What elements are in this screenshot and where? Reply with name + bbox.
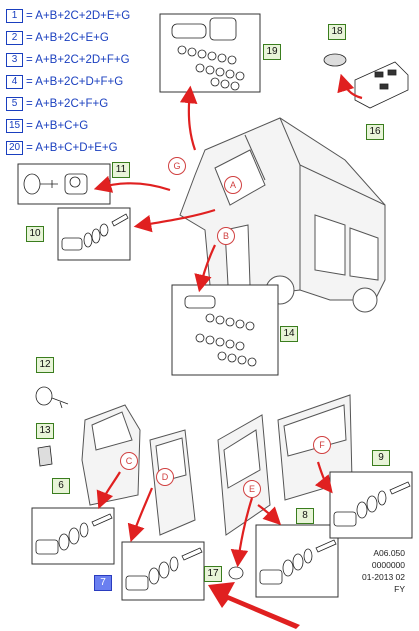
legend-row: 1 = A+B+2C+2D+E+G	[6, 8, 130, 24]
parts-box-7	[121, 541, 205, 601]
location-label-d: D	[156, 468, 174, 486]
legend-formula: = A+B+C+G	[26, 120, 89, 132]
diagram-date: 01-2013 02	[361, 572, 405, 582]
parts-box-6	[31, 507, 115, 565]
legend-formula: = A+B+2C+2D+E+G	[26, 10, 131, 22]
legend-row: 15 = A+B+C+G	[6, 118, 88, 134]
legend-row: 20 = A+B+C+D+E+G	[6, 140, 118, 156]
legend-formula: = A+B+2C+F+G	[26, 98, 109, 110]
front-door-illustration	[81, 404, 141, 506]
side-rear-door-illustration	[217, 414, 271, 536]
callout-8: 8	[296, 508, 314, 524]
legend-row: 2 = A+B+2C+E+G	[6, 30, 109, 46]
callout-7: 7	[94, 575, 112, 591]
legend-number: 15	[6, 119, 24, 133]
legend-formula: = A+B+2C+E+G	[26, 32, 109, 44]
legend-number: 5	[6, 97, 23, 111]
location-label-c: C	[120, 452, 138, 470]
diagram-reference: A06.050	[373, 548, 405, 558]
ignition-key	[35, 386, 69, 409]
location-label-b: B	[217, 227, 235, 245]
callout-14: 14	[280, 326, 298, 342]
legend-number: 1	[6, 9, 23, 23]
diagram-model: FY	[394, 584, 405, 594]
parts-box-8	[255, 524, 339, 598]
legend-row: 5 = A+B+2C+F+G	[6, 96, 108, 112]
callout-6: 6	[52, 478, 70, 494]
diagram-reference-code: 0000000	[371, 560, 405, 570]
parts-box-19	[159, 13, 261, 93]
callout-17: 17	[204, 566, 222, 582]
legend-row: 3 = A+B+2C+2D+F+G	[6, 52, 130, 68]
pointer-arrows	[93, 73, 363, 568]
location-label-f: F	[313, 436, 331, 454]
callout-10: 10	[26, 226, 44, 242]
sliding-door-illustration	[149, 429, 196, 536]
legend-number: 2	[6, 31, 23, 45]
parts-box-9	[329, 471, 413, 539]
lock-cap	[228, 566, 244, 580]
callout-16: 16	[366, 124, 384, 140]
callout-18: 18	[328, 24, 346, 40]
highlight-arrow	[208, 582, 300, 629]
parts-box-14	[171, 284, 279, 376]
parts-box-11	[17, 163, 111, 205]
van-illustration	[179, 117, 386, 313]
callout-12: 12	[36, 357, 54, 373]
legend-row: 4 = A+B+2C+D+F+G	[6, 74, 123, 90]
legend-formula: = A+B+2C+2D+F+G	[26, 54, 130, 66]
legend-number: 4	[6, 75, 23, 89]
legend-number: 20	[6, 141, 24, 155]
callout-9: 9	[372, 450, 390, 466]
legend-number: 3	[6, 53, 23, 67]
location-label-g: G	[168, 157, 186, 175]
callout-13: 13	[36, 423, 54, 439]
remote-key-fob	[323, 53, 409, 109]
legend-formula: = A+B+2C+D+F+G	[26, 76, 124, 88]
location-label-a: A	[224, 176, 242, 194]
location-label-e: E	[243, 480, 261, 498]
callout-11: 11	[112, 162, 130, 178]
callout-19: 19	[263, 44, 281, 60]
parts-box-10	[57, 207, 131, 261]
lock-bracket	[37, 445, 53, 467]
legend-formula: = A+B+C+D+E+G	[26, 142, 118, 154]
